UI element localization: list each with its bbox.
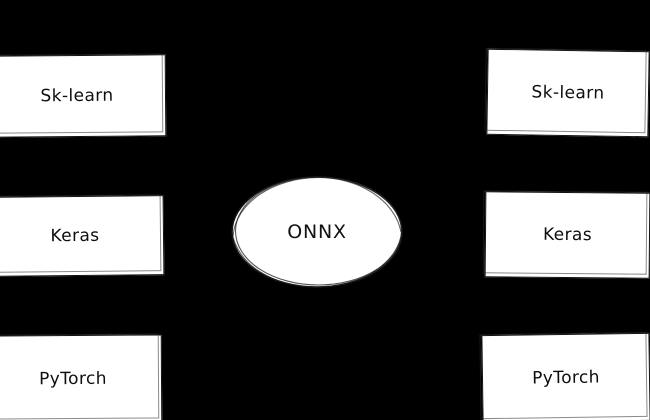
node-label: Keras	[542, 224, 593, 246]
node-onnx[interactable]: ONNX	[228, 174, 406, 290]
node-right-keras[interactable]: Keras	[484, 191, 650, 279]
node-label: PyTorch	[39, 368, 107, 390]
node-label: Keras	[50, 225, 100, 247]
node-left-pytorch[interactable]: PyTorch	[0, 334, 163, 420]
ellipse-shape	[231, 176, 403, 288]
node-left-keras[interactable]: Keras	[0, 195, 165, 277]
node-left-sklearn[interactable]: Sk-learn	[0, 54, 167, 138]
node-right-sklearn[interactable]: Sk-learn	[486, 48, 650, 138]
node-right-pytorch[interactable]: PyTorch	[481, 332, 650, 420]
node-label: Sk-learn	[40, 85, 114, 107]
node-label: PyTorch	[531, 367, 601, 389]
node-label: Sk-learn	[531, 82, 605, 104]
node-label: ONNX	[287, 221, 347, 243]
